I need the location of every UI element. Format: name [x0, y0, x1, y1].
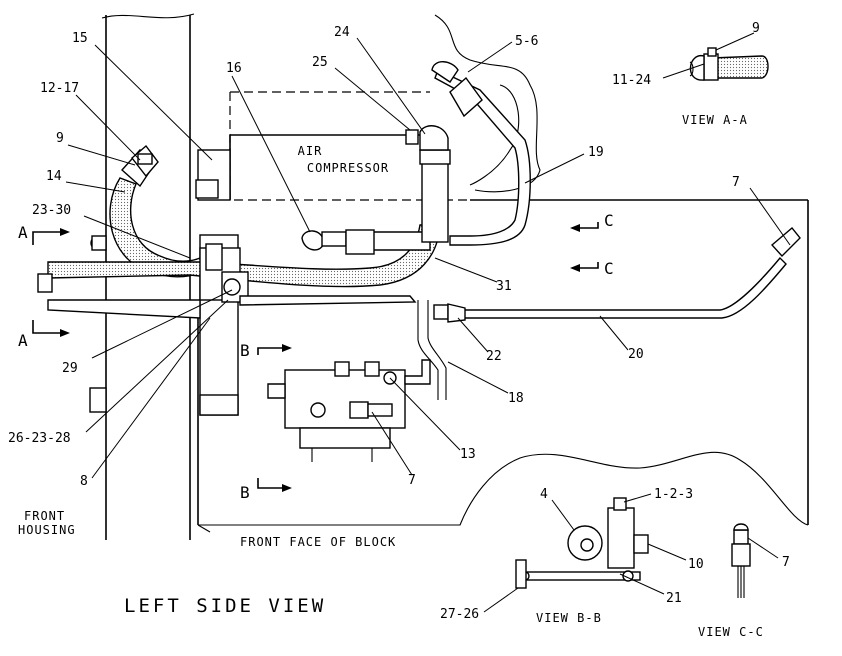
callout-26-23-28: 26-23-28: [8, 431, 71, 446]
callout-25: 25: [312, 55, 328, 70]
view-bb-detail: [515, 497, 649, 589]
air-compressor-label-line1: AIR: [298, 144, 323, 158]
tube-19: [369, 61, 531, 251]
callout-1-2-3: 1-2-3: [654, 487, 693, 502]
callout-14: 14: [46, 169, 62, 184]
callout-18: 18: [508, 391, 524, 406]
section-c-lower-label: C: [604, 259, 614, 278]
front-housing-plate: [101, 13, 195, 540]
callout-15: 15: [72, 31, 88, 46]
callout-7-right: 7: [732, 175, 740, 190]
view-cc-detail: [731, 523, 751, 598]
callout-22: 22: [486, 349, 502, 364]
callout-19: 19: [588, 145, 604, 160]
view-aa-caption: VIEW A-A: [682, 113, 748, 127]
callout-12-17: 12-17: [40, 81, 79, 96]
callout-27-26: 27-26: [440, 607, 479, 622]
leader-lines: [65, 32, 791, 613]
tube-20: [239, 226, 801, 319]
callout-9: 9: [56, 131, 64, 146]
fitting-12-17: [131, 144, 159, 178]
captions: VIEW A-A VIEW B-B VIEW C-C FRONT FACE OF…: [18, 113, 764, 639]
callout-7-mid: 7: [408, 473, 416, 488]
callout-21: 21: [666, 591, 682, 606]
section-a-lower-label: A: [18, 331, 28, 350]
callout-7-view-cc: 7: [782, 555, 790, 570]
callout-24: 24: [334, 25, 350, 40]
tee-fitting-29: [199, 243, 249, 303]
tube-18: [417, 300, 466, 400]
callout-20: 20: [628, 347, 644, 362]
front-face-of-block-label: FRONT FACE OF BLOCK: [240, 535, 396, 549]
section-b-markers: B B: [240, 341, 292, 502]
front-housing-label-line2: HOUSING: [18, 523, 76, 537]
callout-labels: 15 12-17 9 14 23-30 16 25 24 5-6 19 7 31…: [8, 21, 790, 622]
callout-13: 13: [460, 447, 476, 462]
callout-5-6: 5-6: [515, 34, 538, 49]
callout-29: 29: [62, 361, 78, 376]
callout-16: 16: [226, 61, 242, 76]
callout-8: 8: [80, 474, 88, 489]
front-housing-label-line1: FRONT: [24, 509, 65, 523]
engine-block-outline: [197, 199, 809, 533]
section-c-markers: C C: [570, 211, 614, 278]
view-bb-caption: VIEW B-B: [536, 611, 602, 625]
callout-4: 4: [540, 487, 548, 502]
view-title: LEFT SIDE VIEW: [124, 595, 326, 617]
section-b-upper-label: B: [240, 341, 250, 360]
air-compressor-label-line2: COMPRESSOR: [307, 161, 389, 175]
section-a-markers: A A: [18, 223, 70, 350]
callout-9-view-aa: 9: [752, 21, 760, 36]
section-c-upper-label: C: [604, 211, 614, 230]
valve-assembly: [267, 359, 431, 462]
callout-23-30: 23-30: [32, 203, 71, 218]
fitting-16: [301, 229, 375, 255]
callout-11-24: 11-24: [612, 73, 651, 88]
elbow-fitting-24: [405, 125, 451, 243]
view-cc-caption: VIEW C-C: [698, 625, 764, 639]
view-aa-detail: [689, 47, 769, 81]
callout-31: 31: [496, 279, 512, 294]
section-b-lower-label: B: [240, 483, 250, 502]
callout-10: 10: [688, 557, 704, 572]
section-a-upper-label: A: [18, 223, 28, 242]
